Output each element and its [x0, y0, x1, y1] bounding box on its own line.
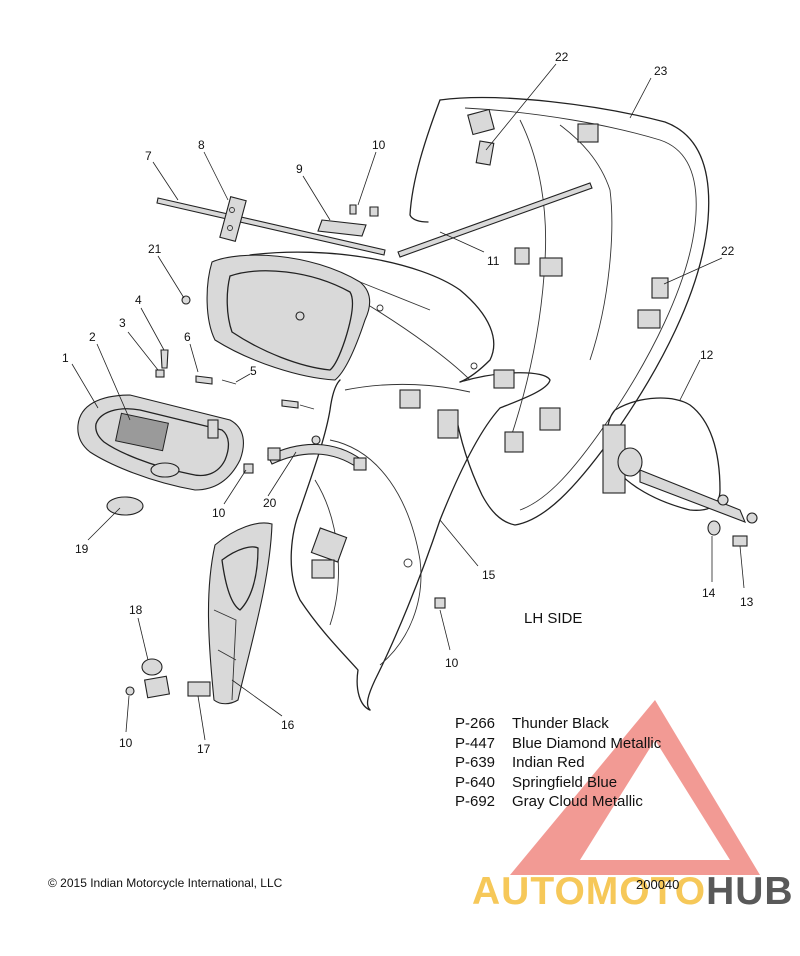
callout-23: 23: [654, 64, 668, 78]
paint-code: P-692: [455, 793, 496, 810]
callout-20: 20: [263, 496, 277, 510]
paint-code-row: P-266 Thunder Black: [455, 714, 661, 734]
nut-part-3: [155, 369, 165, 378]
callout-5: 5: [250, 364, 257, 378]
leader-lines: [71, 63, 745, 741]
bracket-part-8: [219, 195, 247, 243]
callout-7: 7: [145, 149, 152, 163]
callout-16: 16: [281, 718, 295, 732]
clip-part-9: [317, 204, 379, 237]
callout-18: 18: [129, 603, 143, 617]
callout-12: 12: [700, 348, 714, 362]
callout-1: 1: [62, 351, 69, 365]
callout-10-left: 10: [212, 506, 226, 520]
paint-name: Blue Diamond Metallic: [512, 734, 662, 752]
callout-14: 14: [702, 586, 716, 600]
fastener-parts-13-14: [707, 520, 748, 547]
callout-11: 11: [487, 254, 500, 268]
paint-code-row: P-640 Springfield Blue: [455, 773, 661, 793]
callout-21: 21: [148, 242, 162, 256]
storage-cover-part-1: [77, 394, 244, 491]
callout-3: 3: [119, 316, 126, 330]
copyright-notice: © 2015 Indian Motorcycle International, …: [48, 876, 283, 890]
callout-15: 15: [482, 568, 496, 582]
callout-10-bottom: 10: [119, 736, 133, 750]
callout-22-top: 22: [555, 50, 569, 64]
paint-code-row: P-639 Indian Red: [455, 753, 661, 773]
watermark-text: AUTOMOTOHUB: [472, 870, 794, 914]
paint-name: Springfield Blue: [512, 773, 618, 791]
fastener-parts-5-6: [195, 375, 315, 410]
callout-10-top: 10: [372, 138, 386, 152]
paint-code: P-639: [455, 754, 496, 771]
connector-parts-17-18: [125, 658, 211, 699]
paint-name: Indian Red: [512, 754, 585, 771]
inner-fairing-part: [249, 251, 561, 711]
callout-10-center: 10: [445, 656, 459, 670]
lower-trim-panel-part-16: [207, 522, 273, 705]
paint-name: Gray Cloud Metallic: [512, 793, 643, 810]
callout-8: 8: [198, 138, 205, 152]
callout-9: 9: [296, 162, 303, 176]
paint-code-list: P-266 Thunder Black P-447 Blue Diamond Met…: [455, 714, 661, 812]
trim-strip-part-7: [156, 197, 386, 256]
paint-code: P-266: [455, 715, 496, 732]
paint-name: Thunder Black: [512, 715, 609, 732]
outer-fairing-part: [409, 96, 710, 526]
callout-19: 19: [75, 542, 89, 556]
drawing-number: 200040: [636, 877, 680, 892]
callout-17: 17: [197, 742, 211, 756]
watermark-text-part1: AUTOMOTO: [472, 870, 707, 913]
paint-code: P-447: [455, 734, 496, 752]
callout-13: 13: [740, 595, 754, 609]
paint-code-row: P-447 Blue Diamond Metallic: [455, 734, 661, 754]
washer-part-19: [106, 496, 144, 516]
callout-22-right: 22: [721, 244, 735, 258]
trim-strip-part-11: [397, 182, 593, 258]
paint-code-row: P-692 Gray Cloud Metallic: [455, 792, 661, 812]
callout-6: 6: [184, 330, 191, 344]
side-panel-part-12: [602, 397, 758, 524]
gauge-bezel-opening: [206, 254, 431, 381]
callout-labels: 1 2 3 4 5 6 7 8 9 10 10 10 10 11 12 13 1…: [62, 50, 754, 756]
watermark-text-part2: HUB: [706, 870, 794, 913]
callout-4: 4: [135, 293, 142, 307]
screw-part-4: [160, 349, 169, 369]
nuts-part-10: [243, 463, 446, 609]
support-bracket-part-20: [267, 435, 367, 471]
paint-code: P-640: [455, 773, 496, 791]
callout-2: 2: [89, 330, 96, 344]
side-label: LH SIDE: [524, 610, 582, 627]
